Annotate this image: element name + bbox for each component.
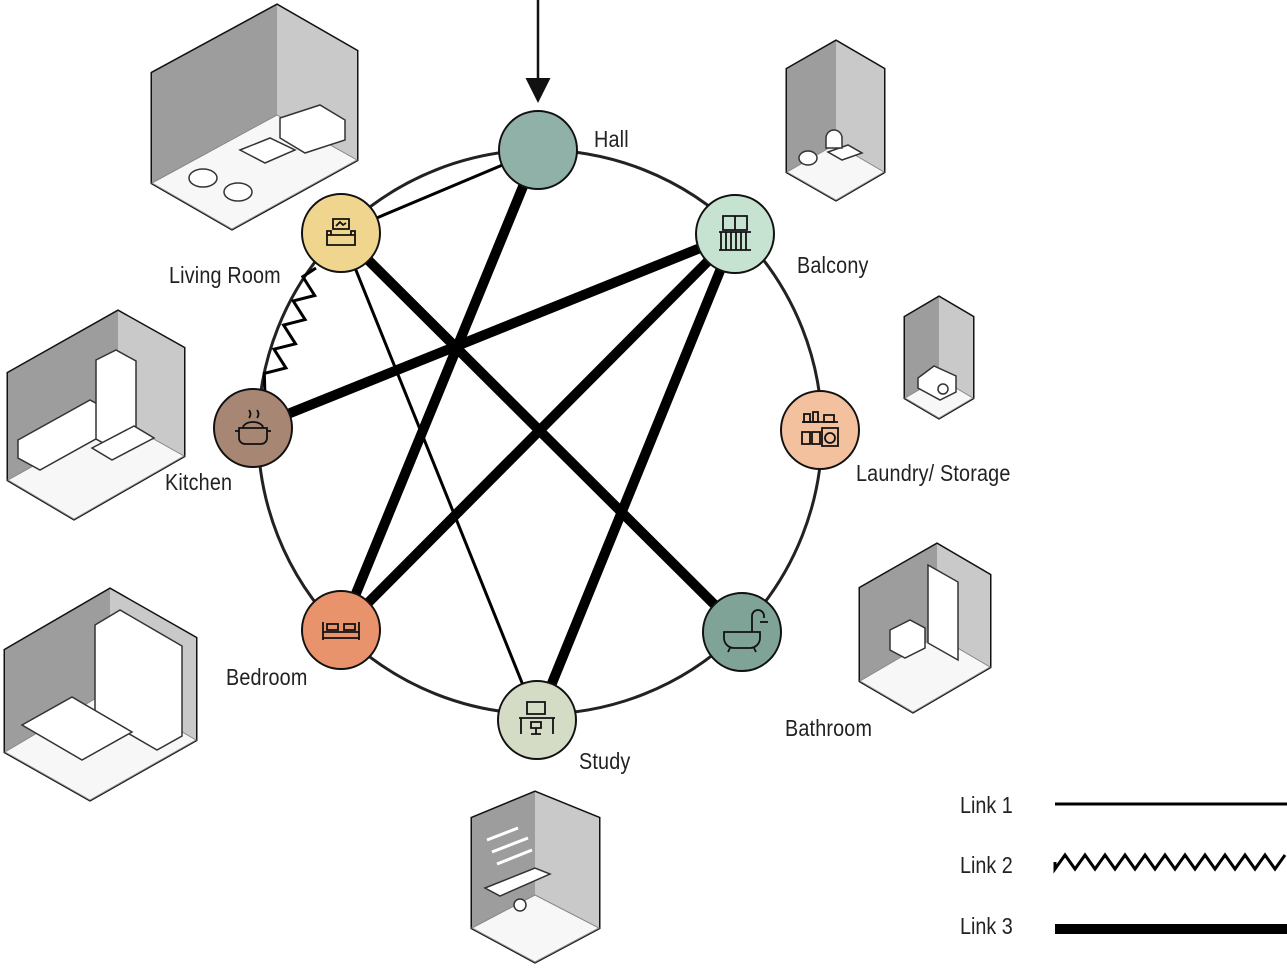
legend-label-link-3: Link 3 xyxy=(960,913,1013,939)
balcony-illustration xyxy=(785,39,886,202)
label-study: Study xyxy=(579,748,631,774)
balcony-railing-icon xyxy=(719,215,751,251)
desk-computer-icon xyxy=(519,701,555,735)
cooking-pot-icon xyxy=(235,409,271,445)
link-living-study xyxy=(339,232,539,721)
living-room-illustration xyxy=(150,3,359,231)
node-hall xyxy=(498,110,578,190)
label-balcony: Balcony xyxy=(797,252,869,278)
node-balcony xyxy=(695,194,775,274)
label-bathroom: Bathroom xyxy=(785,715,873,741)
link-hall-bedroom xyxy=(336,148,543,632)
label-hall: Hall xyxy=(594,126,629,152)
label-kitchen: Kitchen xyxy=(165,469,233,495)
bathtub-shower-icon xyxy=(723,609,768,653)
link-living-bathroom xyxy=(337,229,746,636)
kitchen-illustration xyxy=(6,309,186,521)
link-balcony-study xyxy=(532,232,740,722)
link-living-kitchen xyxy=(262,266,318,397)
legend-line-link-2 xyxy=(1053,852,1287,874)
washing-machine-shelf-icon xyxy=(801,411,839,447)
laundry-illustration xyxy=(903,295,975,420)
bedroom-illustration xyxy=(3,587,198,802)
link-balcony-kitchen xyxy=(251,229,737,433)
sofa-picture-icon xyxy=(326,218,356,246)
legend-label-link-2: Link 2 xyxy=(960,852,1013,878)
legend-label-link-1: Link 1 xyxy=(960,792,1013,818)
bed-icon xyxy=(322,622,360,640)
node-bedroom xyxy=(301,590,381,670)
label-living-room: Living Room xyxy=(169,262,281,288)
node-living xyxy=(301,193,381,273)
node-study xyxy=(497,680,577,760)
label-laundry: Laundry/ Storage xyxy=(856,460,1011,486)
label-bedroom: Bedroom xyxy=(226,664,308,690)
node-laundry xyxy=(780,390,860,470)
bathroom-illustration xyxy=(858,542,992,714)
study-illustration xyxy=(470,790,601,964)
